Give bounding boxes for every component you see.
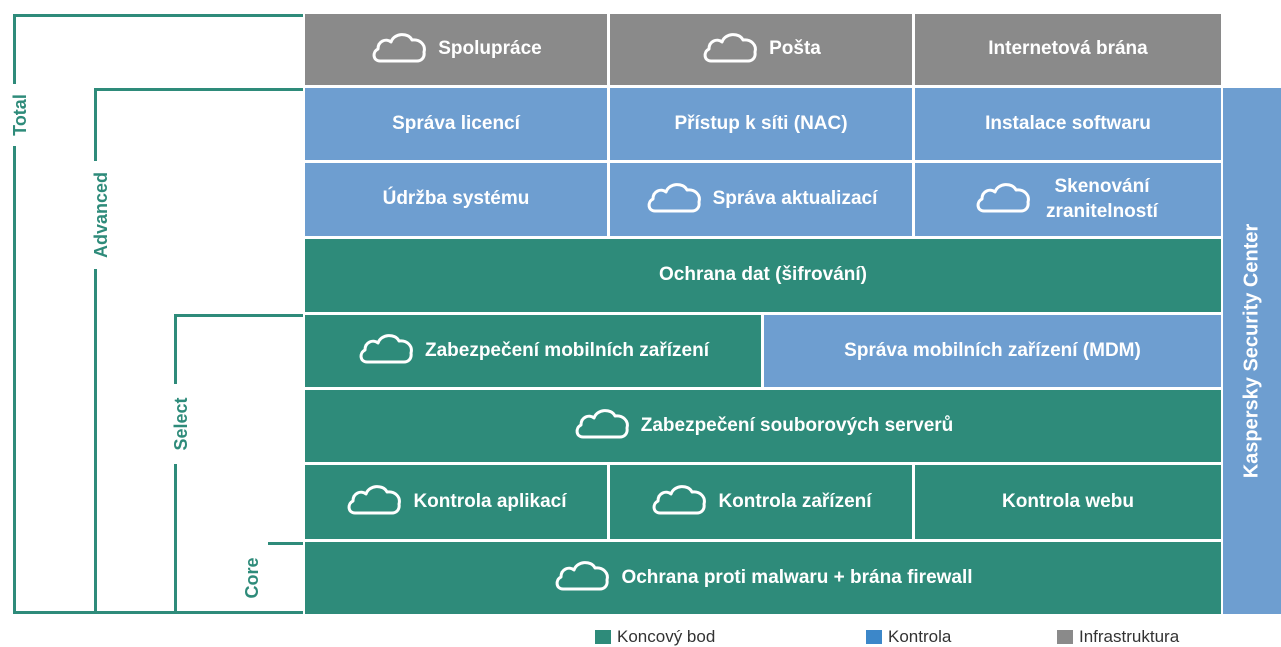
legend-swatch	[1057, 630, 1073, 644]
cell-label: Zabezpečení souborových serverů	[640, 414, 954, 436]
cloud-icon	[357, 331, 415, 371]
tier-label-select: Select	[171, 384, 193, 464]
cell-mobile-security: Zabezpečení mobilních zařízení	[305, 315, 761, 387]
cell-application-control: Kontrola aplikací	[305, 465, 607, 539]
cell-network-access: Přístup k síti (NAC)	[610, 88, 912, 160]
cell-label: Přístup k síti (NAC)	[674, 112, 848, 134]
cell-label: Instalace softwaru	[985, 112, 1151, 134]
legend-label: Infrastruktura	[1079, 627, 1180, 646]
legend-swatch	[595, 630, 611, 644]
cell-label: Pošta	[769, 38, 821, 60]
cell-software-installation: Instalace softwaru	[915, 88, 1221, 160]
cell-vulnerability-scan: Skenování zranitelností	[915, 163, 1221, 236]
cloud-icon	[650, 482, 708, 522]
legend-swatch	[866, 630, 882, 644]
cell-data-encryption: Ochrana dat (šifrování)	[305, 239, 1221, 312]
cloud-icon	[701, 30, 759, 70]
cell-label: Ochrana dat (šifrování)	[659, 264, 867, 286]
tier-label-advanced: Advanced	[91, 161, 113, 269]
cell-internet-gateway: Internetová brána	[915, 14, 1221, 85]
cell-label: Skenování zranitelností	[1046, 175, 1158, 222]
legend-endpoint: Koncový bod	[595, 627, 715, 647]
cloud-icon	[370, 30, 428, 70]
cell-web-control: Kontrola webu	[915, 465, 1221, 539]
cell-label: Internetová brána	[988, 38, 1148, 60]
tier-label-core: Core	[242, 547, 264, 609]
cell-label: Kontrola aplikací	[413, 490, 567, 512]
cell-anti-malware-firewall: Ochrana proti malwaru + brána firewall	[305, 542, 1221, 614]
legend-label: Kontrola	[888, 627, 952, 646]
cell-collaboration: Spolupráce	[305, 14, 607, 85]
cloud-icon	[573, 406, 631, 446]
cell-file-server-security: Zabezpečení souborových serverů	[305, 390, 1221, 462]
cell-license-management: Správa licencí	[305, 88, 607, 160]
legend-control: Kontrola	[866, 627, 951, 647]
cell-label: Kontrola zařízení	[718, 490, 872, 512]
panel-label: Kaspersky Security Center	[1240, 223, 1263, 479]
cell-device-control: Kontrola zařízení	[610, 465, 912, 539]
cloud-icon	[974, 180, 1032, 220]
cell-label: Ochrana proti malwaru + brána firewall	[621, 566, 973, 588]
cell-label: Údržba systému	[382, 188, 530, 210]
cloud-icon	[645, 180, 703, 220]
cell-label: Správa licencí	[392, 112, 520, 134]
cell-update-management: Správa aktualizací	[610, 163, 912, 236]
cell-mdm: Správa mobilních zařízení (MDM)	[764, 315, 1221, 387]
cell-mail: Pošta	[610, 14, 912, 85]
cell-label: Správa mobilních zařízení (MDM)	[844, 339, 1141, 361]
tier-label-total: Total	[10, 84, 32, 146]
kaspersky-security-center-panel: Kaspersky Security Center	[1223, 88, 1281, 614]
cloud-icon	[553, 558, 611, 598]
cell-label: Zabezpečení mobilních zařízení	[424, 339, 709, 361]
legend-infrastructure: Infrastruktura	[1057, 627, 1179, 647]
cell-system-maintenance: Údržba systému	[305, 163, 607, 236]
legend-label: Koncový bod	[617, 627, 716, 646]
cell-label: Správa aktualizací	[712, 188, 878, 210]
cell-label: Spolupráce	[438, 38, 542, 60]
cell-label: Kontrola webu	[1002, 490, 1134, 512]
cloud-icon	[345, 482, 403, 522]
